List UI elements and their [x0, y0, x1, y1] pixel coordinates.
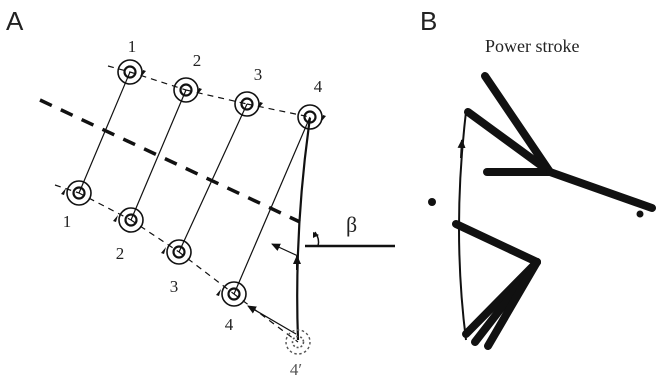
- tilt-arrow: [271, 243, 299, 257]
- ghost-cilium-4-prime: [285, 329, 311, 355]
- panel-b-letter: B: [420, 6, 437, 36]
- top-label-3: 3: [254, 65, 263, 84]
- power-stroke-arrow: [457, 139, 466, 159]
- top-cilium-3: [234, 91, 263, 117]
- bottom-cilium-4: [216, 281, 247, 307]
- panel-b: B Power stroke: [420, 6, 656, 350]
- top-label-1: 1: [128, 37, 137, 56]
- bottom-label-1: 1: [63, 212, 72, 231]
- power-stroke-title: Power stroke: [485, 36, 579, 56]
- top-label-4: 4: [314, 77, 323, 96]
- bottom-cilium-2: [113, 207, 144, 233]
- bottom-cilium-1: [61, 180, 92, 206]
- bottom-label-3: 3: [170, 277, 179, 296]
- cilium-base-dot: [428, 198, 436, 206]
- bottom-cilium-3: [161, 239, 192, 265]
- top-cilium-1: [117, 59, 146, 85]
- top-row-connectors: [107, 65, 311, 118]
- cilium-fan-lower: [452, 220, 541, 350]
- linking-lines: [78, 71, 311, 295]
- return-arrow: [247, 305, 297, 335]
- angle-label: β: [346, 212, 357, 237]
- upper-tip-dot: [636, 210, 644, 218]
- top-label-2: 2: [193, 51, 202, 70]
- sweep-curve: [296, 117, 312, 341]
- cilium-fan-upper: [464, 72, 656, 212]
- top-cilium-4: [297, 104, 326, 130]
- angle-arc-arrow: [313, 232, 319, 238]
- bottom-label-4: 4: [225, 315, 234, 334]
- angle-arc: [314, 231, 320, 247]
- ghost-label: 4′: [290, 360, 302, 379]
- reference-dashed-line: [39, 98, 301, 224]
- top-cilium-2: [173, 77, 202, 103]
- panel-a: A: [6, 6, 395, 379]
- panel-a-letter: A: [6, 6, 24, 36]
- bottom-label-2: 2: [116, 244, 125, 263]
